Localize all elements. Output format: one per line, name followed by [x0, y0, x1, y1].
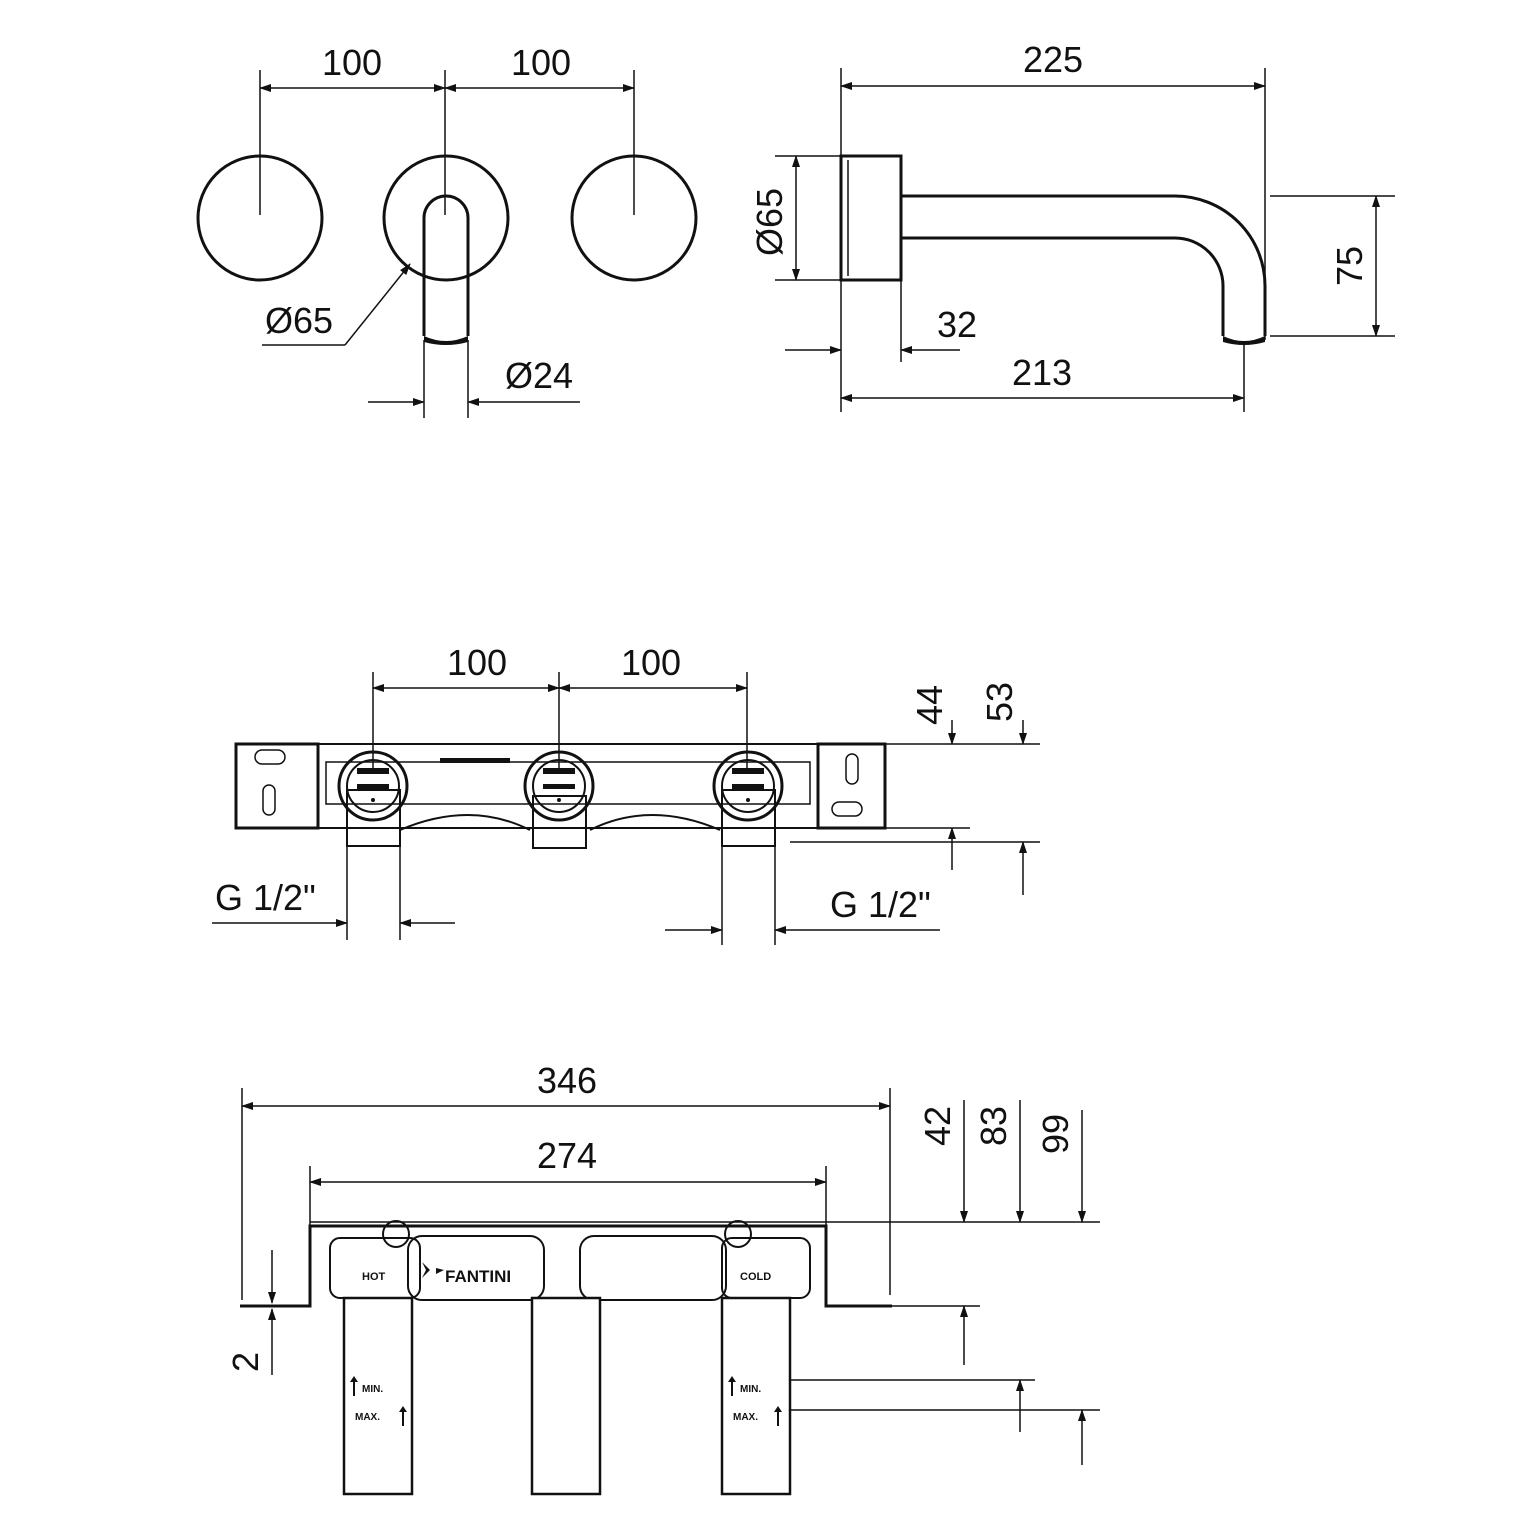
center-spout-rosette	[382, 154, 510, 282]
top-mounting-plate	[240, 1224, 892, 1308]
top-overall-width: 346	[537, 1060, 597, 1101]
body-crossbar	[317, 743, 819, 829]
front-spout-diameter: Ø24	[505, 355, 573, 396]
side-rosette-diameter: Ø65	[749, 188, 790, 256]
center-body-block: FANTINI	[407, 1235, 727, 1496]
body-depth-min: 44	[909, 685, 950, 725]
front-view: 100 100 Ø65 Ø24	[196, 42, 698, 418]
right-handle-rosette	[570, 154, 698, 282]
side-total-projection: 225	[1023, 39, 1083, 80]
cold-min-label: MIN.	[740, 1384, 761, 1395]
top-inner-width: 274	[537, 1135, 597, 1176]
body-front-view: 100 100	[212, 642, 1040, 945]
side-view: 225 Ø65 75 32 213	[749, 39, 1395, 412]
spout-port	[523, 750, 595, 849]
left-mounting-plate	[234, 742, 320, 830]
hot-min-label: MIN.	[362, 1384, 383, 1395]
connection-left: G 1/2"	[215, 877, 316, 918]
side-spout-height: 75	[1329, 246, 1370, 286]
front-spacing-right: 100	[511, 42, 571, 83]
side-spout	[901, 194, 1267, 336]
side-spout-projection: 213	[1012, 352, 1072, 393]
body-depth-max: 53	[979, 682, 1020, 722]
dim-99: 99	[1035, 1114, 1076, 1154]
body-spacing-left: 100	[447, 642, 507, 683]
hot-label: HOT	[362, 1271, 386, 1283]
spout-front	[422, 194, 470, 336]
body-spacing-right: 100	[621, 642, 681, 683]
side-wall-offset: 32	[937, 304, 977, 345]
left-handle-rosette	[196, 154, 324, 282]
plate-thickness: 2	[225, 1352, 266, 1372]
hot-body-block: HOT MIN. MAX.	[329, 1220, 421, 1496]
brand-label: FANTINI	[445, 1267, 511, 1286]
body-top-view: 346 274 HOT MIN. MAX. FANTINI	[225, 1060, 1100, 1496]
dim-83: 83	[973, 1106, 1014, 1146]
cold-valve-port	[712, 750, 784, 847]
connection-right: G 1/2"	[830, 884, 931, 925]
cold-max-label: MAX.	[733, 1412, 758, 1423]
dim-42: 42	[917, 1106, 958, 1146]
front-spacing-left: 100	[322, 42, 382, 83]
hot-max-label: MAX.	[355, 1412, 380, 1423]
hot-valve-port	[337, 750, 409, 847]
front-rosette-diameter: Ø65	[265, 300, 333, 341]
side-rosette	[839, 154, 903, 282]
cold-body-block: COLD MIN. MAX.	[720, 1220, 811, 1496]
cold-label: COLD	[740, 1271, 771, 1283]
